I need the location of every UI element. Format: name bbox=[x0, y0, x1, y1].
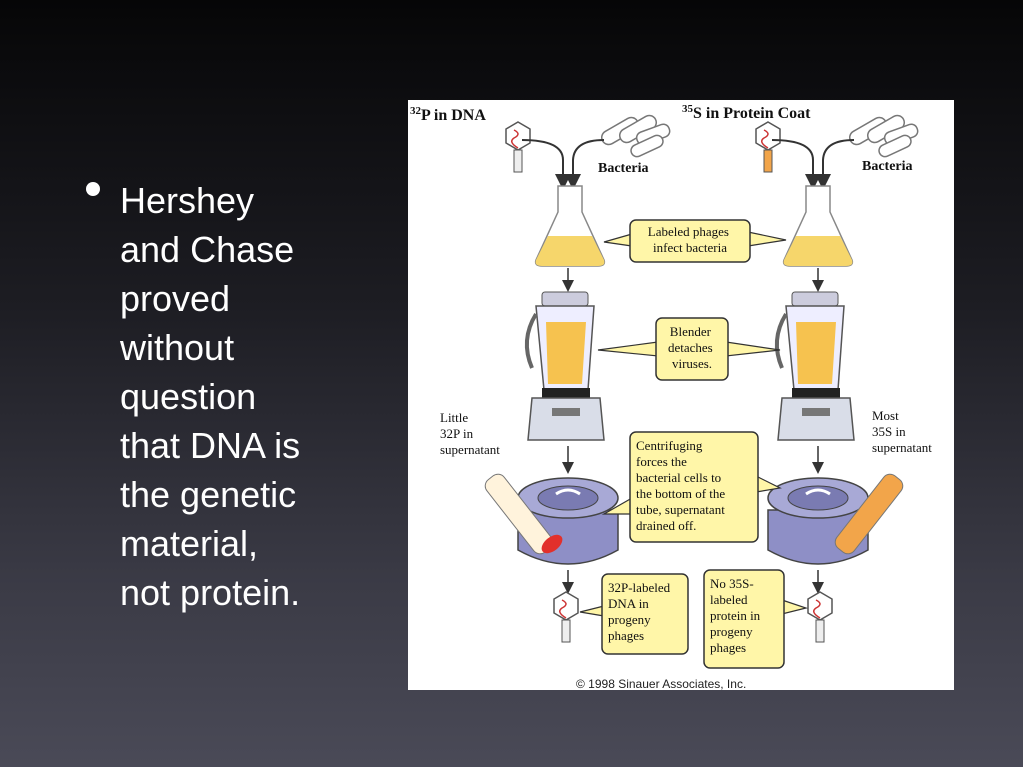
callout-blender: Blender detaches viruses. bbox=[597, 317, 781, 381]
bullet-line: material, bbox=[120, 523, 259, 564]
blender-icon-left bbox=[524, 291, 605, 441]
bacteria-label-left: Bacteria bbox=[598, 161, 649, 176]
callout-centrifuge: Centrifuging forces the bacterial cells … bbox=[601, 431, 782, 543]
callout-p-progeny: 32P-labeled DNA in progeny phages bbox=[579, 573, 689, 655]
phage-icon-left-bottom bbox=[553, 591, 579, 643]
input-arrows bbox=[521, 139, 855, 190]
svg-text:Labeled phages infect ba: Labeled phages infect bacteria bbox=[648, 224, 732, 255]
figure-svg: 32P in DNA 35S in Protein Coat Bacteria … bbox=[410, 103, 932, 690]
bullet-line: that DNA is bbox=[120, 425, 301, 466]
svg-text:Centrifuging forces the: Centrifuging forces the bacterial cells … bbox=[636, 438, 728, 533]
svg-text:No 35S- labeled pr: No 35S- labeled protein in progeny phage… bbox=[710, 576, 763, 655]
bacteria-icon-left bbox=[600, 114, 671, 158]
bacteria-label-right: Bacteria bbox=[862, 159, 913, 174]
svg-text:32P-labeled DNA in: 32P-labeled DNA in progeny phages bbox=[608, 580, 673, 643]
little-label: Little 32P in supernatant bbox=[440, 410, 500, 457]
bullet-line: the genetic bbox=[120, 474, 297, 515]
svg-text:Blender detaches v: Blender detaches viruses. bbox=[668, 324, 716, 371]
flask-icon-left bbox=[534, 185, 606, 267]
flask-icon-right bbox=[782, 185, 854, 267]
bullet-line: question bbox=[120, 376, 257, 417]
most-label: Most 35S in supernatant bbox=[872, 408, 932, 455]
phage-icon-right-top bbox=[755, 121, 781, 173]
bullet-line: and Chase bbox=[120, 229, 295, 270]
phage-icon-left-top bbox=[505, 121, 531, 173]
centrifuge-icon-right bbox=[767, 473, 904, 565]
bullet-dot-icon bbox=[86, 182, 100, 196]
hershey-chase-figure: 32P in DNA 35S in Protein Coat Bacteria … bbox=[408, 100, 954, 690]
blender-icon-right bbox=[774, 291, 855, 441]
bacteria-icon-right bbox=[848, 114, 919, 158]
right-title: 35S in Protein Coat bbox=[682, 103, 811, 122]
callout-s-progeny: No 35S- labeled protein in progeny phage… bbox=[703, 569, 809, 669]
phage-icon-right-bottom bbox=[807, 591, 833, 643]
bullet-line: without bbox=[120, 327, 235, 368]
copyright-text: © 1998 Sinauer Associates, Inc. bbox=[576, 677, 746, 690]
bullet-line: proved bbox=[120, 278, 231, 319]
centrifuge-icon-left bbox=[484, 473, 619, 565]
left-title: 32P in DNA bbox=[410, 105, 486, 124]
callout-infect: Labeled phages infect bacteria bbox=[603, 219, 787, 263]
slide-text-block: Hershey and Chase proved without questio… bbox=[78, 176, 348, 617]
bullet-text: Hershey and Chase proved without questio… bbox=[120, 176, 348, 617]
bullet-line: not protein. bbox=[120, 572, 301, 613]
down-arrows bbox=[562, 268, 824, 594]
bullet-line: Hershey bbox=[120, 180, 255, 221]
